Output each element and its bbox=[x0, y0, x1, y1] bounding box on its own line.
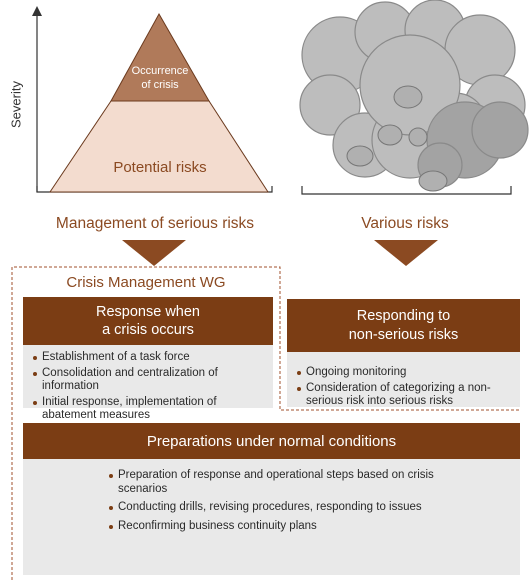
list-item: Initial response, implementation of abat… bbox=[33, 396, 265, 423]
list-item: Establishment of a task force bbox=[33, 351, 265, 365]
crisis-response-title-line2: a crisis occurs bbox=[102, 322, 194, 338]
right-bracket bbox=[301, 186, 512, 195]
list-item: Consideration of categorizing a non-seri… bbox=[297, 382, 512, 409]
list-item: Ongoing monitoring bbox=[297, 366, 512, 380]
nonserious-title-line2: non-serious risks bbox=[348, 326, 459, 343]
pyramid-top-section bbox=[110, 12, 210, 102]
pyramid-bottom-label: Potential risks bbox=[113, 159, 207, 176]
crisis-response-body: Establishment of a task force Consolidat… bbox=[23, 345, 273, 421]
list-item: Preparation of response and operational … bbox=[109, 469, 439, 496]
normal-conditions-body: Preparation of response and operational … bbox=[23, 459, 520, 575]
serious-risks-caption: Management of serious risks bbox=[55, 215, 255, 232]
pyramid-top-label: Occurrence of crisis bbox=[131, 65, 189, 91]
crisis-response-header: Response when a crisis occurs bbox=[23, 297, 273, 345]
y-axis-arrow bbox=[32, 6, 42, 16]
normal-conditions-title: Preparations under normal conditions bbox=[146, 432, 397, 450]
right-down-arrow bbox=[374, 240, 438, 266]
cloud-front bbox=[417, 101, 529, 188]
normal-conditions-header: Preparations under normal conditions bbox=[23, 423, 520, 459]
list-item: Conducting drills, revising procedures, … bbox=[109, 501, 439, 515]
wg-title: Crisis Management WG bbox=[66, 274, 226, 291]
list-item: Consolidation and centralization of info… bbox=[33, 367, 265, 394]
various-risks-cloud-graphic bbox=[299, 0, 529, 195]
crisis-response-list: Establishment of a task force Consolidat… bbox=[33, 351, 265, 423]
nonserious-header: Responding to non-serious risks bbox=[287, 299, 520, 352]
nonserious-body: Ongoing monitoring Consideration of cate… bbox=[287, 352, 520, 407]
small-clouds bbox=[346, 85, 448, 192]
nonserious-list: Ongoing monitoring Consideration of cate… bbox=[297, 366, 512, 409]
risk-pyramid-graphic bbox=[32, 6, 273, 193]
normal-conditions-list: Preparation of response and operational … bbox=[109, 469, 439, 533]
nonserious-title-line1: Responding to bbox=[356, 307, 451, 324]
list-item: Reconfirming business continuity plans bbox=[109, 520, 439, 534]
left-down-arrow bbox=[122, 240, 186, 266]
crisis-response-title-line1: Response when bbox=[96, 304, 200, 320]
various-risks-caption: Various risks bbox=[361, 215, 449, 232]
